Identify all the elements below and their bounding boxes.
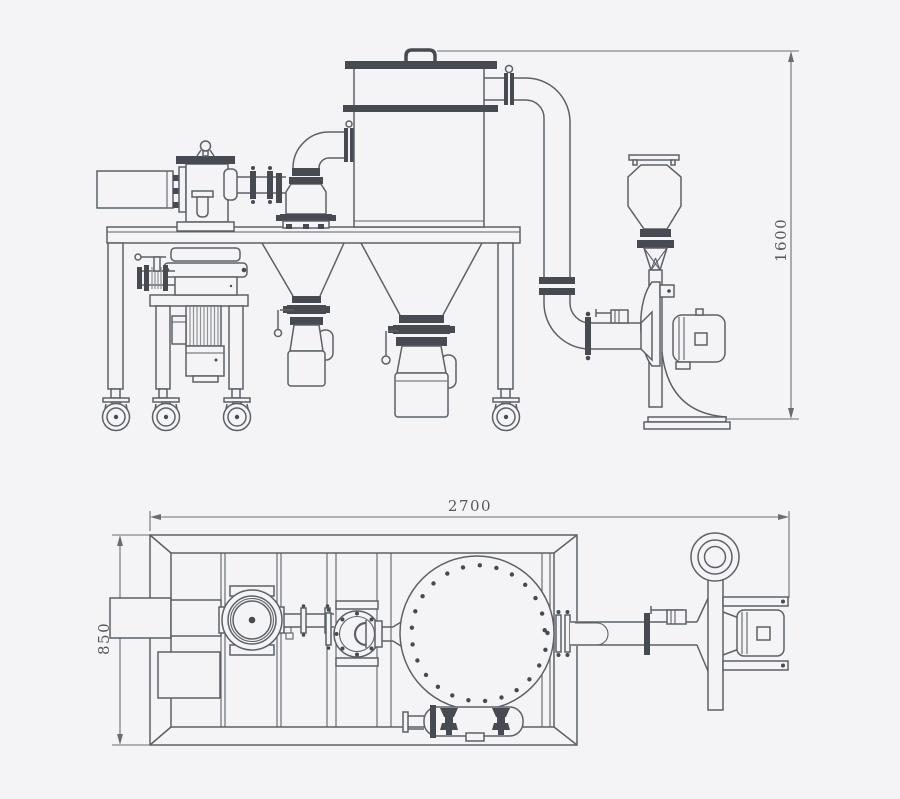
caster-wheel <box>101 397 131 432</box>
caster-wheels <box>101 397 521 432</box>
cyclone-discharge-cone <box>261 242 345 297</box>
lid-handle <box>404 48 437 61</box>
dimension-length: 2700 <box>149 497 790 598</box>
product-jug-right <box>381 315 457 418</box>
purge-valve <box>134 253 175 291</box>
grinding-chamber <box>163 247 248 296</box>
bolt-circle <box>409 563 550 704</box>
mill-feeder-body <box>176 140 235 232</box>
mill-motor <box>171 305 225 383</box>
dimension-height: 1600 <box>437 50 799 420</box>
feed-pipe <box>223 166 286 204</box>
plan-collector-lid <box>399 555 555 711</box>
plan-view: 2700 850 <box>95 497 790 746</box>
work-table <box>106 226 521 399</box>
classifier-cyclone <box>276 120 354 229</box>
plan-venturi <box>325 600 402 667</box>
caster-wheel <box>151 397 181 432</box>
dust-collector <box>343 48 498 228</box>
fan-motor <box>672 308 726 370</box>
front-view: 1600 <box>96 48 799 432</box>
product-jug-left <box>273 296 334 387</box>
plan-air-manifold <box>402 705 524 742</box>
muffler-hopper <box>627 154 682 271</box>
plan-fan <box>690 532 740 711</box>
plan-outlet-pipe <box>555 606 697 657</box>
caster-wheel <box>222 397 252 432</box>
exhaust-down-pipe <box>484 64 641 361</box>
length-value: 2700 <box>448 497 492 515</box>
air-nozzle <box>492 708 510 735</box>
dimension-width: 850 <box>95 534 150 746</box>
induced-draft-fan <box>640 269 731 430</box>
plan-mill <box>218 585 285 656</box>
feed-motor <box>96 166 187 213</box>
height-value: 1600 <box>772 218 790 262</box>
plan-feed-motor <box>109 597 222 699</box>
depth-value: 850 <box>95 622 113 655</box>
caster-wheel <box>491 397 521 432</box>
air-nozzle <box>440 708 458 735</box>
plan-fan-motor <box>722 596 789 671</box>
collector-discharge-cone <box>360 242 483 316</box>
